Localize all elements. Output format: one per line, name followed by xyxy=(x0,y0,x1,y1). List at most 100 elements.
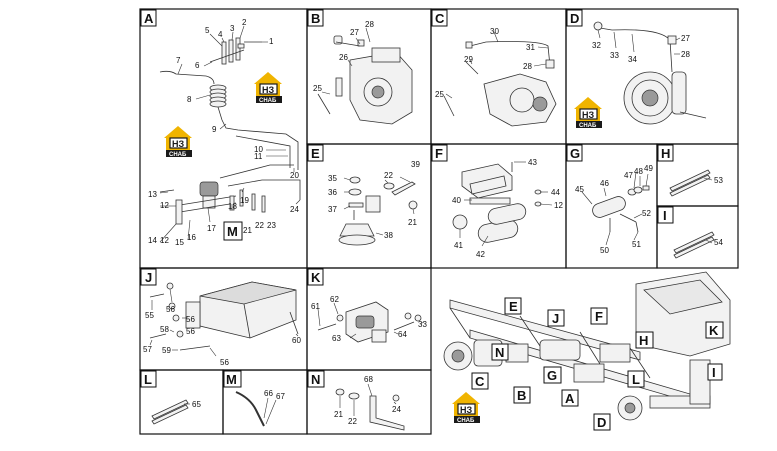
panel-letters: A B C D E F G H I J K L M N xyxy=(140,9,674,388)
label-m-66: 66 xyxy=(264,389,273,398)
panel-i-frame xyxy=(656,205,739,269)
logo-nz-snab-d: НЗ СНАБ xyxy=(573,96,603,129)
label-j-60: 60 xyxy=(292,336,301,345)
callout-e: E xyxy=(509,299,518,314)
label-a-7: 7 xyxy=(176,56,181,65)
label-j-58: 58 xyxy=(160,325,169,334)
label-a-4: 4 xyxy=(218,30,223,39)
callout-j: J xyxy=(552,311,559,326)
label-k-63: 63 xyxy=(332,334,341,343)
label-e-38: 38 xyxy=(384,231,393,240)
label-j-59: 59 xyxy=(162,346,171,355)
label-a-17: 17 xyxy=(207,224,216,233)
label-a-19: 19 xyxy=(240,196,249,205)
label-b-25: 25 xyxy=(313,84,322,93)
label-j-56-b: 56 xyxy=(186,315,195,324)
label-i-54: 54 xyxy=(714,238,723,247)
logo-nz-snab-a1: НЗ СНАБ xyxy=(253,71,283,104)
label-j-56-d: 56 xyxy=(220,358,229,367)
label-a-24: 24 xyxy=(290,205,299,214)
label-g-47: 47 xyxy=(624,171,633,180)
panel-letter-c: C xyxy=(435,11,445,26)
label-a-10: 10 xyxy=(254,145,263,154)
label-c-25: 25 xyxy=(435,90,444,99)
panel-letter-j: J xyxy=(145,270,152,285)
label-j-56-a: 56 xyxy=(166,305,175,314)
panel-letter-l: L xyxy=(144,372,152,387)
label-k-62: 62 xyxy=(330,295,339,304)
panel-f-drawing: 43 40 44 12 41 42 xyxy=(452,158,563,259)
callout-h: H xyxy=(639,333,648,348)
label-d-34: 34 xyxy=(628,55,637,64)
label-d-32: 32 xyxy=(592,41,601,50)
label-a-2: 2 xyxy=(242,18,247,27)
panel-letter-a: A xyxy=(144,11,154,26)
label-g-46: 46 xyxy=(600,179,609,188)
label-k-33: 33 xyxy=(418,320,427,329)
panel-h-drawing: 53 xyxy=(669,169,723,197)
panel-letter-h: H xyxy=(661,146,670,161)
label-n-22: 22 xyxy=(348,417,357,426)
panel-letter-b: B xyxy=(311,11,320,26)
label-m-67: 67 xyxy=(276,392,285,401)
callout-a: A xyxy=(565,391,575,406)
label-a-21: 21 xyxy=(243,226,252,235)
logo-a2-top: НЗ xyxy=(172,139,184,149)
label-h-53: 53 xyxy=(714,176,723,185)
label-e-22: 22 xyxy=(384,171,393,180)
callout-k: K xyxy=(709,323,719,338)
label-a-23: 23 xyxy=(267,221,276,230)
panel-g-drawing: 46 49 48 47 45 52 50 51 xyxy=(575,164,653,255)
label-f-40: 40 xyxy=(452,196,461,205)
panel-letter-d: D xyxy=(570,11,579,26)
panel-letter-m: M xyxy=(226,372,237,387)
logo-overview-bottom: СНАБ xyxy=(457,418,475,424)
callout-i: I xyxy=(712,365,716,380)
callout-d: D xyxy=(597,415,606,430)
callout-n: N xyxy=(495,345,504,360)
callout-f: F xyxy=(595,309,603,324)
label-f-43: 43 xyxy=(528,158,537,167)
label-g-50: 50 xyxy=(600,246,609,255)
label-f-41: 41 xyxy=(454,241,463,250)
callout-b: B xyxy=(517,388,526,403)
panel-letter-i: I xyxy=(663,208,667,223)
overview-callouts: E N J F H K C B G L A D I xyxy=(471,297,724,431)
logo-d-bottom: СНАБ xyxy=(579,123,597,129)
label-e-39: 39 xyxy=(411,160,420,169)
label-a-14: 14 xyxy=(148,236,157,245)
label-a-3: 3 xyxy=(230,24,235,33)
panel-n-drawing: 68 21 22 24 xyxy=(334,375,405,431)
panel-e-drawing: 39 35 22 36 37 21 38 xyxy=(328,160,420,246)
panel-a-drawing: 1 2 3 4 5 6 7 8 9 10 11 20 24 13 12 14 1… xyxy=(148,18,301,247)
label-e-21: 21 xyxy=(408,218,417,227)
label-n-21: 21 xyxy=(334,410,343,419)
label-a-20: 20 xyxy=(290,171,299,180)
panel-letter-e: E xyxy=(311,146,320,161)
logo-a1-bottom: СНАБ xyxy=(259,98,277,104)
label-b-28: 28 xyxy=(365,20,374,29)
label-a-9: 9 xyxy=(212,125,217,134)
label-e-37: 37 xyxy=(328,205,337,214)
panel-letter-n: N xyxy=(311,372,320,387)
label-d-28: 28 xyxy=(681,50,690,59)
label-a-6: 6 xyxy=(195,61,200,70)
label-j-57: 57 xyxy=(143,345,152,354)
label-d-33: 33 xyxy=(610,51,619,60)
truck-chassis-overview: НЗ СНАБ E N J F H K C B G L A xyxy=(443,271,731,431)
panel-letter-k: K xyxy=(311,270,321,285)
label-f-42: 42 xyxy=(476,250,485,259)
label-a-12-bottom: 12 xyxy=(160,236,169,245)
logo-a2-bottom: СНАБ xyxy=(169,152,187,158)
label-e-36: 36 xyxy=(328,188,337,197)
label-a-13: 13 xyxy=(148,190,157,199)
panel-m-drawing: 66 67 xyxy=(235,389,285,427)
label-b-26: 26 xyxy=(339,53,348,62)
label-a-11: 11 xyxy=(254,152,263,161)
label-a-15: 15 xyxy=(175,238,184,247)
panel-letter-f: F xyxy=(435,146,443,161)
panel-l-drawing: 65 xyxy=(151,399,201,425)
panel-letter-g: G xyxy=(570,146,580,161)
label-a-5: 5 xyxy=(205,26,210,35)
